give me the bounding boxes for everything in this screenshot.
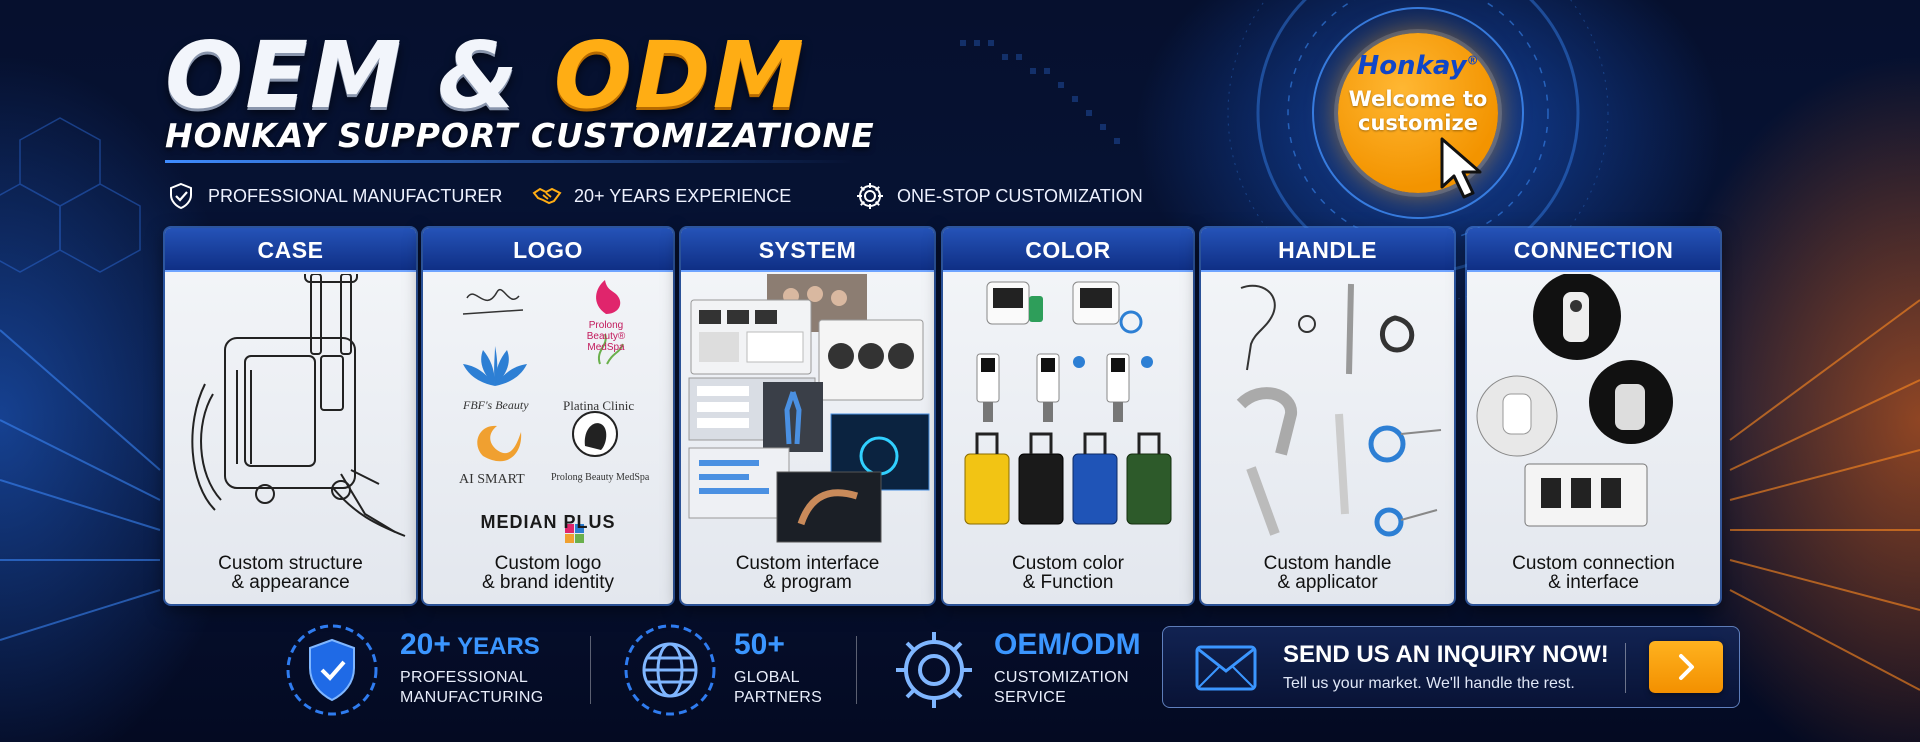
card-title: SYSTEM — [681, 228, 934, 272]
logo-prolong-beauty-2: Prolong Beauty MedSpa — [551, 472, 650, 483]
envelope-icon — [1195, 645, 1257, 691]
system-screens — [681, 270, 934, 544]
inquiry-divider — [1625, 643, 1626, 693]
headline-oem: OEM & — [165, 22, 554, 129]
card-caption: Custom connection & interface — [1512, 553, 1675, 593]
shield-check-icon — [286, 624, 378, 716]
logo-platina-clinic: Platina Clinic — [563, 398, 635, 413]
connection-interfaces — [1467, 272, 1720, 544]
inquiry-button[interactable] — [1649, 641, 1723, 693]
feature-label: PROFESSIONAL MANUFACTURER — [208, 185, 503, 206]
stat-label: PROFESSIONAL MANUFACTURING — [400, 669, 544, 706]
handshake-icon — [532, 187, 562, 205]
stat-label: CUSTOMIZATION SERVICE — [994, 669, 1129, 706]
handle-applicators — [1201, 274, 1454, 544]
card-connection[interactable]: CONNECTION Custom connection — [1467, 228, 1720, 604]
headline: OEM & ODM — [165, 28, 806, 124]
case-illustration — [165, 267, 416, 544]
gear-icon — [857, 183, 883, 209]
feature-label: 20+ YEARS EXPERIENCE — [574, 185, 792, 206]
cursor-pointer-icon — [1440, 137, 1482, 199]
inquiry-subtitle: Tell us your market. We'll handle the re… — [1283, 675, 1575, 692]
logo-fbf-beauty: FBF's Beauty — [463, 398, 529, 412]
inquiry-box[interactable]: SEND US AN INQUIRY NOW! Tell us your mar… — [1162, 626, 1740, 708]
stat-label: GLOBAL PARTNERS — [734, 669, 823, 706]
stat-value: 20+ YEARS — [400, 628, 540, 661]
feature-professional-manufacturer: PROFESSIONAL MANUFACTURER — [166, 178, 502, 214]
stat-value: 50+ — [734, 628, 785, 661]
card-handle[interactable]: HANDLE — [1201, 228, 1454, 604]
stat-divider — [590, 636, 591, 704]
card-caption: Custom structure & appearance — [218, 553, 363, 593]
logo-ai-smart: AI SMART — [459, 472, 525, 487]
stat-oem-odm: OEM/ODM CUSTOMIZATION SERVICE — [884, 620, 1144, 720]
logo-prolong-beauty: Prolong Beauty® MedSpa — [586, 320, 626, 353]
feature-years-experience: 20+ YEARS EXPERIENCE — [532, 178, 791, 214]
gear-icon — [896, 632, 972, 708]
inquiry-title: SEND US AN INQUIRY NOW! — [1283, 641, 1609, 668]
badge-brand: Honkay® — [1357, 51, 1479, 81]
stat-years: 20+ YEARS PROFESSIONAL MANUFACTURING — [282, 620, 572, 720]
logo-samples: Prolong Beauty® MedSpa FBF's Beauty Plat… — [423, 274, 673, 544]
headline-subtitle: HONKAY SUPPORT CUSTOMIZATIONE — [165, 116, 875, 155]
customization-cards: CASE — [165, 228, 1721, 604]
card-logo[interactable]: LOGO — [423, 228, 673, 604]
card-title: CASE — [165, 228, 416, 272]
subtitle-underline — [165, 160, 855, 163]
feature-label: ONE-STOP CUSTOMIZATION — [897, 185, 1143, 206]
stat-divider — [856, 636, 857, 704]
logo-median-plus: MEDIAN PLUS — [480, 512, 616, 532]
card-caption: Custom logo & brand identity — [481, 553, 615, 593]
card-case[interactable]: CASE — [165, 228, 416, 604]
badge-text: Welcome to customize — [1348, 87, 1488, 135]
card-caption: Custom handle & applicator — [1263, 553, 1392, 593]
card-title: COLOR — [943, 228, 1193, 272]
globe-icon — [624, 624, 716, 716]
card-title: LOGO — [423, 228, 673, 272]
shield-check-icon — [170, 182, 192, 210]
stat-value: OEM/ODM — [994, 628, 1141, 661]
card-caption: Custom color & Function — [1012, 553, 1124, 593]
card-color[interactable]: COLOR — [943, 228, 1193, 604]
card-title: CONNECTION — [1467, 228, 1720, 272]
color-variants — [943, 274, 1193, 544]
headline-odm: ODM — [553, 22, 807, 129]
chevron-right-icon — [1679, 654, 1694, 680]
card-system[interactable]: SYSTEM — [681, 228, 934, 604]
card-title: HANDLE — [1201, 228, 1454, 272]
card-caption: Custom interface & program — [735, 553, 880, 593]
stat-partners: 50+ GLOBAL PARTNERS — [620, 620, 850, 720]
feature-one-stop-customization: ONE-STOP CUSTOMIZATION — [855, 178, 1143, 214]
